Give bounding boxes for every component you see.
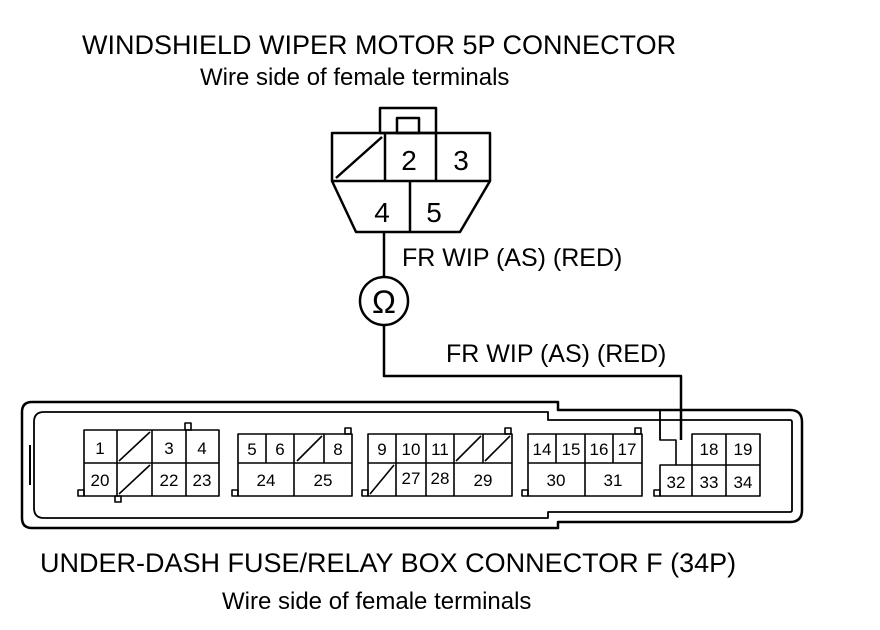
unused-pin-slash: [296, 435, 323, 462]
ohm-symbol: Ω: [372, 284, 396, 320]
wire-label-upper: FR WIP (AS) (RED): [402, 244, 623, 272]
pin-block-c: [361, 427, 513, 497]
test-wires: Ω: [358, 232, 683, 440]
unused-pin-slash: [118, 464, 151, 495]
pin-label: 10: [402, 440, 421, 459]
pin-label: 4: [374, 197, 390, 228]
pin-label: 9: [377, 440, 386, 459]
pin-label: 11: [431, 440, 449, 459]
pin-label: 32: [667, 473, 686, 492]
pin-label: 16: [590, 440, 609, 459]
pin-label: 2: [401, 145, 417, 176]
pin-label: 5: [426, 197, 442, 228]
pin-label: 23: [193, 471, 212, 490]
connector-inner-shell: [33, 411, 793, 519]
terminal-notch: [659, 411, 677, 465]
pin-label: 6: [275, 440, 284, 459]
pin-label: 8: [333, 440, 342, 459]
connector-outer-shell: [20, 400, 804, 530]
unused-pin-slash: [369, 464, 395, 495]
unused-pin-slash: [118, 431, 151, 462]
pin-label: 25: [314, 471, 333, 490]
pin-label: 20: [91, 471, 110, 490]
connector-lock-tab: [378, 106, 438, 135]
pin-label: 14: [533, 440, 552, 459]
pin-label: 29: [474, 471, 493, 490]
wiper-motor-connector: 2 3 4 5: [330, 106, 492, 234]
pin-label: 19: [734, 440, 753, 459]
pin-label: 30: [547, 471, 566, 490]
pin-label: 31: [604, 471, 623, 490]
pin-label: 27: [402, 469, 421, 488]
pin-label: 3: [453, 145, 469, 176]
pin-label: 1: [95, 439, 104, 458]
pin-block-b: [231, 427, 353, 497]
pin-label: 17: [618, 440, 637, 459]
pin-block-d: [521, 427, 643, 497]
pin-label: 33: [700, 473, 719, 492]
pin-label: 24: [257, 471, 276, 490]
pin-label: 34: [734, 473, 753, 492]
unused-pin-slash: [455, 435, 482, 462]
pin-label: 15: [562, 440, 581, 459]
pin-block-a: [77, 422, 220, 503]
top-connector-title: WINDSHIELD WIPER MOTOR 5P CONNECTOR: [82, 30, 677, 60]
pin-label: 28: [431, 469, 450, 488]
pin-label: 3: [164, 439, 173, 458]
pin-label: 18: [700, 440, 719, 459]
pin-1-unused-slash: [335, 136, 383, 179]
fuse-box-connector: 1 3 4 20 22 23 5 6 8 24 25: [20, 400, 804, 530]
pin-label: 22: [160, 471, 179, 490]
connector-lock-tab-inner: [395, 116, 421, 135]
pin-label: 4: [197, 439, 206, 458]
unused-pin-slash: [484, 435, 511, 462]
bottom-connector-title: UNDER-DASH FUSE/RELAY BOX CONNECTOR F (3…: [40, 548, 737, 578]
top-connector-subtitle: Wire side of female terminals: [200, 64, 510, 91]
bottom-connector-subtitle: Wire side of female terminals: [222, 588, 532, 615]
wire-label-lower: FR WIP (AS) (RED): [446, 340, 667, 368]
pin-label: 5: [247, 440, 256, 459]
wire-segment-lower: [382, 325, 683, 440]
